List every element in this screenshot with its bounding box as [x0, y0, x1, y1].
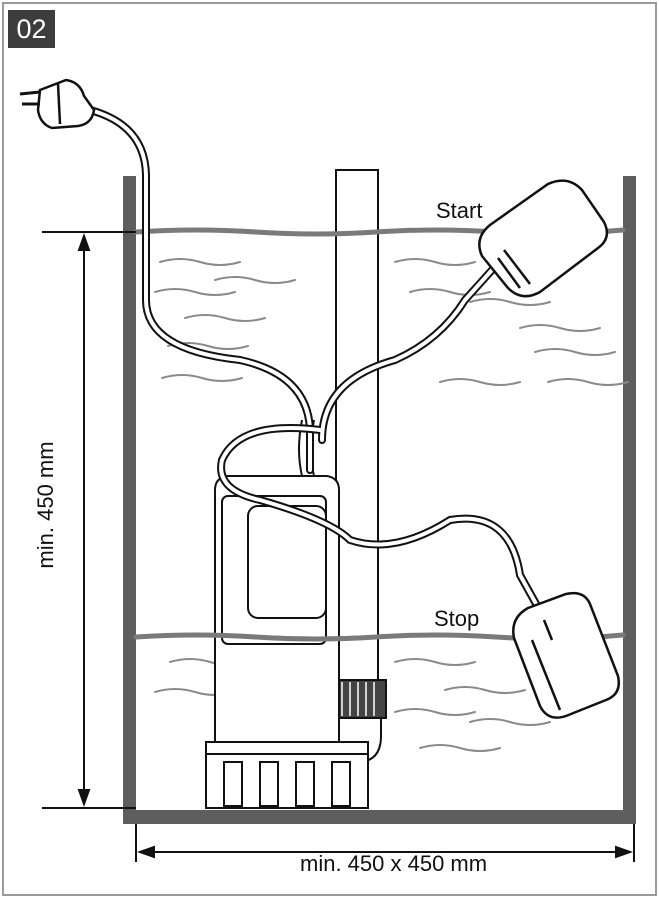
figure-number-badge: 02	[8, 10, 55, 48]
float-switch-stop	[512, 591, 620, 719]
stop-level-label: Stop	[434, 606, 480, 631]
tank-floor	[123, 810, 636, 824]
plug-icon	[19, 78, 96, 130]
discharge-pipe	[325, 169, 387, 764]
water-levels	[133, 227, 626, 642]
float-switch-start	[478, 179, 609, 298]
tank-right-wall	[623, 176, 636, 824]
tank	[123, 176, 636, 824]
tank-left-wall	[123, 176, 136, 824]
min-area-label: min. 450 x 450 mm	[300, 851, 488, 876]
start-level-label: Start	[436, 198, 483, 223]
min-height-label: min. 450 mm	[33, 441, 58, 569]
height-dimension	[42, 231, 136, 809]
width-dimension	[135, 824, 635, 862]
water-ripples	[154, 258, 629, 752]
pump	[205, 419, 369, 809]
